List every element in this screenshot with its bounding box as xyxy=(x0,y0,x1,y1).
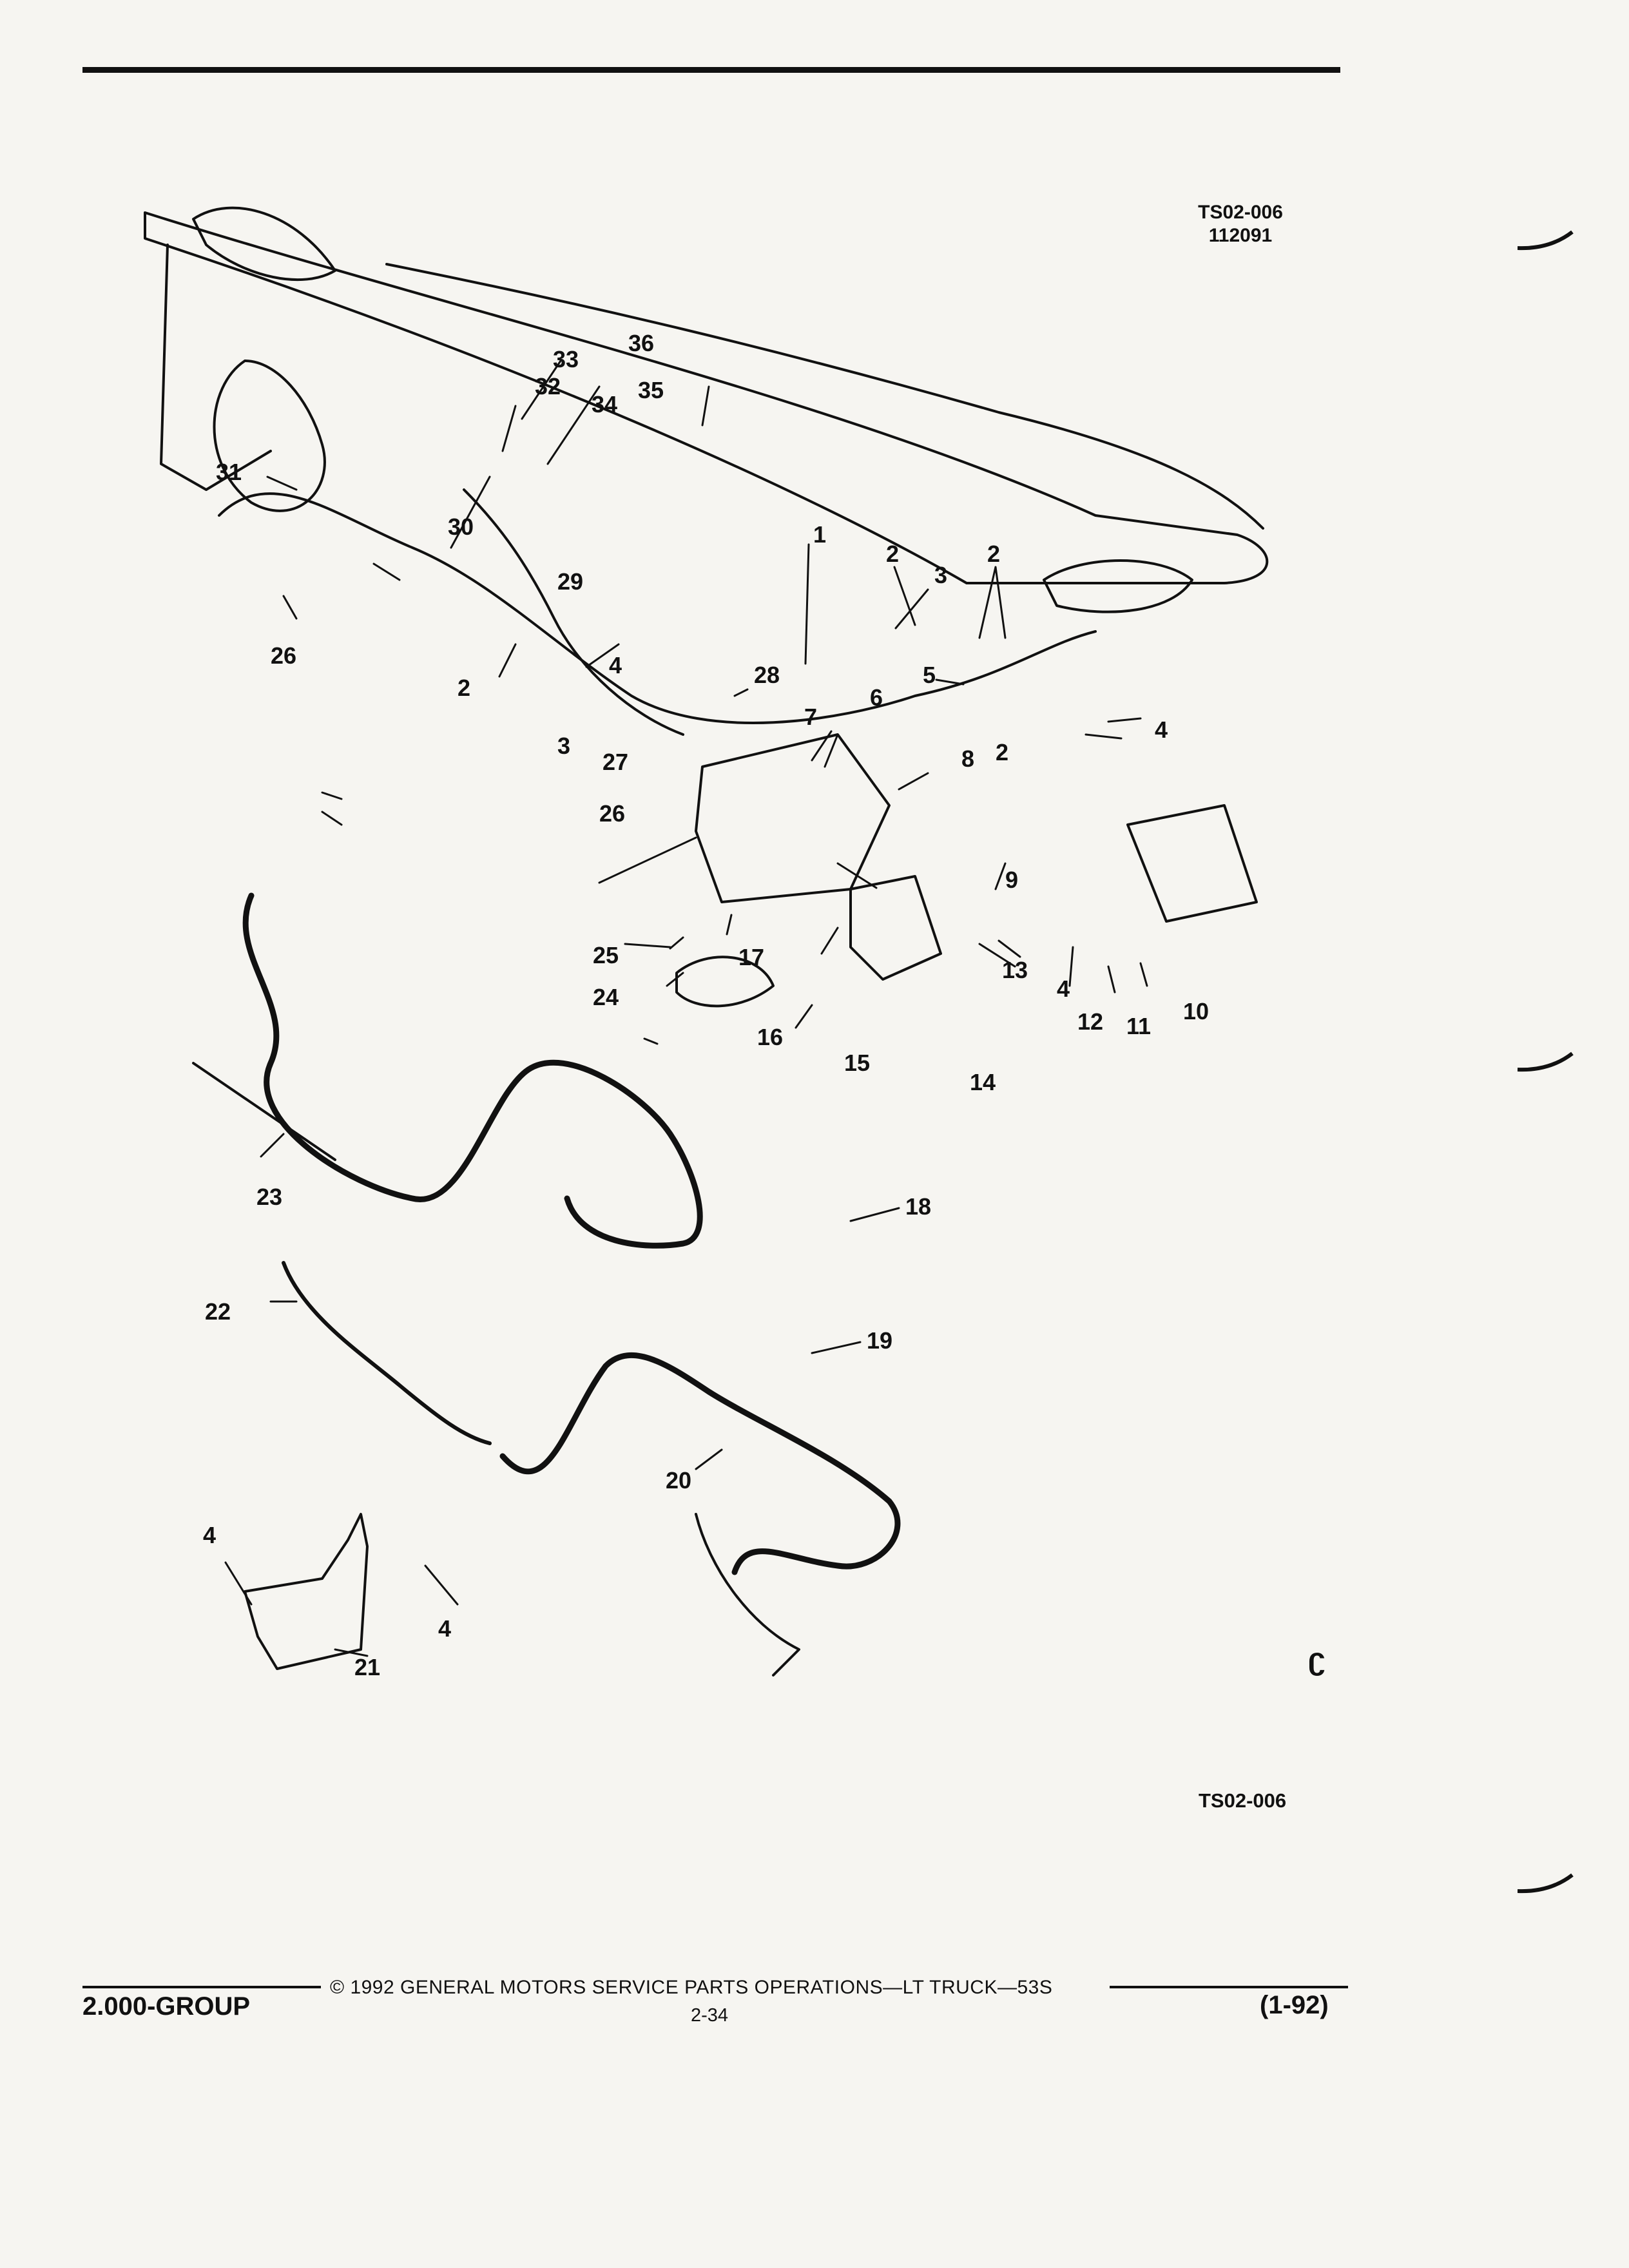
callout-7: 7 xyxy=(804,704,817,730)
figure-code-bottom: TS02-006 xyxy=(1199,1789,1287,1812)
harness-23 xyxy=(242,892,703,1249)
figure-code: TS02-006 xyxy=(1198,202,1283,223)
callout-3: 3 xyxy=(557,733,570,759)
figure-code-block: TS02-006 112091 xyxy=(1189,201,1292,247)
callout-29: 29 xyxy=(557,568,583,595)
top-rule xyxy=(82,67,1340,73)
callout-28: 28 xyxy=(754,662,780,688)
left-speaker xyxy=(192,206,336,282)
right-speaker xyxy=(1043,559,1193,613)
callout-18: 18 xyxy=(905,1193,931,1220)
callout-26: 26 xyxy=(271,642,296,669)
page-number: 2-34 xyxy=(691,2005,729,2026)
harness-loop-left xyxy=(213,360,326,512)
bracket-21 xyxy=(244,1513,369,1670)
callout-34: 34 xyxy=(592,391,617,418)
leader-lines xyxy=(224,360,1148,1657)
callout-20: 20 xyxy=(666,1467,691,1494)
callout-4: 4 xyxy=(1155,716,1168,743)
footer-rule-right xyxy=(1110,1986,1348,1988)
callout-31: 31 xyxy=(216,459,242,485)
callout-19: 19 xyxy=(867,1327,892,1354)
harness-20 xyxy=(499,1352,901,1575)
callout-2: 2 xyxy=(996,739,1008,765)
callout-15: 15 xyxy=(844,1050,870,1076)
harness-22 xyxy=(282,1261,492,1445)
callout-14: 14 xyxy=(970,1069,996,1095)
callout-26: 26 xyxy=(599,800,625,827)
callout-4: 4 xyxy=(609,652,622,678)
callout-2: 2 xyxy=(886,541,899,567)
page-edge-mark xyxy=(1518,230,1574,251)
callout-9: 9 xyxy=(1005,867,1018,893)
callout-1: 1 xyxy=(813,521,826,548)
callout-10: 10 xyxy=(1183,998,1209,1024)
harness-23-tail xyxy=(192,1062,336,1161)
callout-11: 11 xyxy=(1126,1013,1151,1039)
blower-motor xyxy=(675,956,775,1008)
callout-22: 22 xyxy=(205,1298,231,1325)
footer-rule-left xyxy=(82,1986,321,1988)
harness-upper xyxy=(463,488,684,736)
callout-33: 33 xyxy=(553,346,579,372)
callout-17: 17 xyxy=(738,944,764,970)
callout-4: 4 xyxy=(1057,975,1070,1002)
callout-35: 35 xyxy=(638,377,664,403)
callout-5: 5 xyxy=(923,662,936,688)
callout-32: 32 xyxy=(535,373,561,399)
dash-top-edge xyxy=(385,263,1264,530)
publisher-logo: ʗ xyxy=(1308,1642,1325,1677)
callout-24: 24 xyxy=(593,984,619,1010)
callout-2: 2 xyxy=(987,541,1000,567)
callout-30: 30 xyxy=(448,514,474,540)
callout-3: 3 xyxy=(934,562,947,588)
page-edge-mark xyxy=(1518,1873,1574,1894)
harness-20-branch xyxy=(695,1513,800,1677)
callout-13: 13 xyxy=(1002,957,1028,983)
callout-2: 2 xyxy=(458,675,470,701)
callout-4: 4 xyxy=(203,1522,216,1548)
figure-date-code: 112091 xyxy=(1208,225,1273,246)
callout-16: 16 xyxy=(757,1024,783,1050)
callout-6: 6 xyxy=(870,684,883,711)
page-edge-mark xyxy=(1518,1052,1574,1072)
callout-labels: 1 2 2 2 2 3 3 4 4 4 4 4 5 6 7 8 9 10 11 … xyxy=(203,330,1209,1680)
group-label: 2.000-GROUP xyxy=(82,1992,251,2021)
callout-21: 21 xyxy=(354,1654,380,1680)
callout-23: 23 xyxy=(256,1184,282,1210)
copyright-line: © 1992 GENERAL MOTORS SERVICE PARTS OPER… xyxy=(330,1977,1053,1998)
dash-outline xyxy=(144,211,1269,584)
callout-27: 27 xyxy=(602,749,628,775)
main-harness xyxy=(218,492,1097,724)
left-panel xyxy=(160,244,272,491)
callout-25: 25 xyxy=(593,942,619,968)
lower-right-bracket xyxy=(1126,804,1258,923)
revision-date: (1-92) xyxy=(1260,1991,1329,2019)
callout-4: 4 xyxy=(438,1615,451,1642)
callout-36: 36 xyxy=(628,330,654,356)
control-module xyxy=(849,875,942,981)
callout-12: 12 xyxy=(1077,1008,1103,1035)
callout-8: 8 xyxy=(961,745,974,772)
